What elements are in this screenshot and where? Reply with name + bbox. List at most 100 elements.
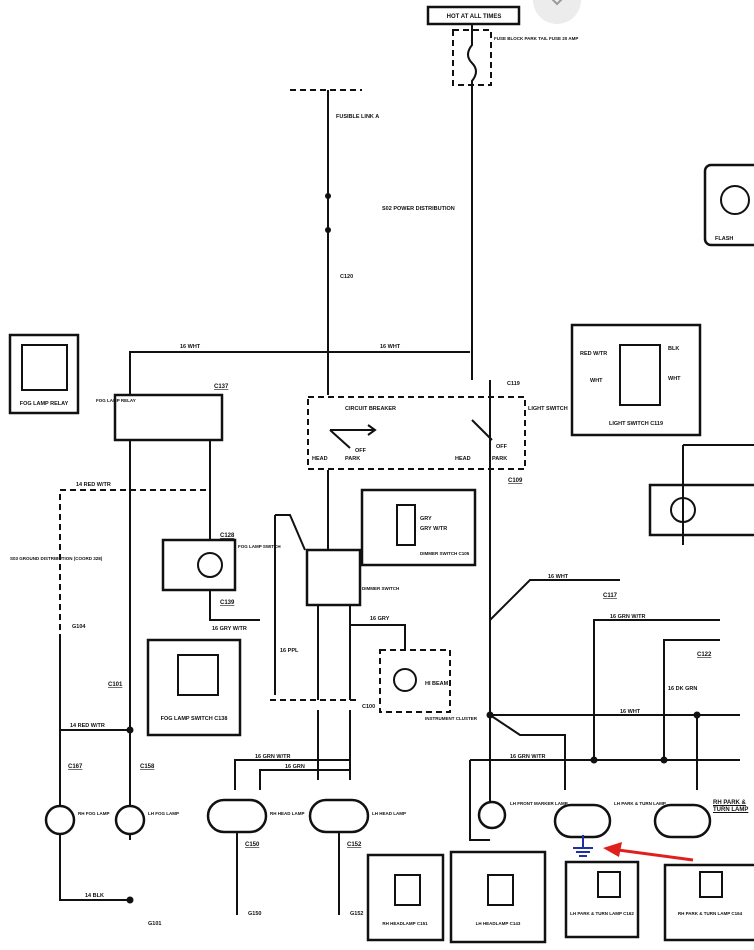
headlamp-wires — [234, 759, 350, 790]
rh-headlamp-conn-label: RH HEADLAMP C151 — [382, 921, 428, 926]
close-button[interactable] — [533, 0, 581, 24]
lh-head-label: LH HEAD LAMP — [372, 811, 406, 816]
park-label: PARK — [345, 456, 360, 462]
lh-park-connector-inset — [564, 860, 640, 939]
wire-14-red-wtr — [59, 489, 210, 640]
rh-headlamp — [206, 798, 268, 834]
wire-label: 16 GRN W/TR — [510, 754, 545, 760]
switch-contacts — [329, 419, 493, 449]
light-switch — [307, 396, 526, 470]
wire-label: 16 WHT — [380, 344, 401, 350]
connector-c150: C150 — [245, 842, 260, 848]
ground-icon — [573, 835, 593, 857]
pin-label: GRY W/TR — [420, 526, 447, 532]
park-lamp-wires — [469, 579, 740, 841]
wire-label: 16 GRN — [285, 764, 305, 770]
wire-label: 14 RED W/TR — [76, 482, 111, 488]
power-distribution-label: S02 POWER DISTRIBUTION — [382, 206, 455, 212]
off-label: OFF — [355, 448, 367, 454]
lh-headlamp-connector-inset — [449, 850, 547, 944]
connector-c167: C167 — [68, 764, 83, 770]
wire-label: 16 DK GRN — [668, 686, 697, 692]
connector-label: C119 — [507, 381, 520, 387]
lh-headlamp — [308, 798, 370, 834]
breaker-arrow — [330, 424, 377, 436]
off-label: OFF — [496, 444, 508, 450]
connector-c109: C109 — [508, 478, 523, 484]
splice-dots — [126, 711, 701, 904]
rh-park-conn-label: RH PARK & TURN LAMP C164 — [678, 911, 743, 916]
close-icon — [551, 0, 563, 6]
red-arrow-icon — [603, 842, 694, 862]
ground-distribution-label: S03 GROUND DISTRIBUTION (COORD 328) — [10, 556, 103, 561]
wire-label: 16 WHT — [620, 709, 641, 715]
rh-fog-label: RH FOG LAMP — [78, 811, 110, 816]
wire-label: 16 GRN W/TR — [255, 754, 290, 760]
connector-c128: C128 — [220, 533, 235, 539]
park-label: PARK — [492, 456, 507, 462]
dimmer-wires — [274, 514, 406, 780]
rh-fog-lamp — [44, 804, 76, 836]
dimmer-inset-label: DIMMER SWITCH C105 — [420, 551, 470, 556]
ground-label: G104 — [72, 624, 86, 630]
right-partial-wire — [682, 444, 754, 545]
rh-park-label: RH PARK & TURN LAMP — [713, 800, 749, 813]
wire-label: 16 GRY W/TR — [212, 626, 247, 632]
rh-park-connector-inset — [663, 863, 754, 942]
circuit-breaker-label: CIRCUIT BREAKER — [345, 406, 396, 412]
wire-label: 16 PPL — [280, 648, 299, 654]
pin-label: WHT — [668, 376, 681, 382]
connector-c101: C101 — [108, 682, 123, 688]
fuse-label: FUSE BLOCK PARK TAIL FUSE 20 AMP — [494, 36, 578, 41]
fog-relay-label: FOG LAMP RELAY — [96, 398, 136, 403]
hot-at-all-times-box — [426, 5, 521, 26]
fog-lamp-wires — [59, 640, 130, 901]
ground-wires — [236, 832, 340, 915]
light-switch-inset — [570, 323, 702, 437]
ground-label: G150 — [248, 911, 261, 917]
wire-label: 14 RED W/TR — [70, 723, 105, 729]
lh-front-marker-lamp — [477, 800, 507, 830]
lh-fog-label: LH FOG LAMP — [148, 811, 179, 816]
connector-c158: C158 — [140, 764, 155, 770]
lh-park-turn-lamp — [553, 803, 612, 839]
ground-label: G101 — [148, 921, 161, 927]
head-label: HEAD — [455, 456, 471, 462]
connector-c137: C137 — [214, 384, 229, 390]
hot-label: HOT AT ALL TIMES — [447, 14, 502, 20]
hi-beam-label: HI BEAM — [425, 681, 449, 687]
fog-relay-inset-label: FOG LAMP RELAY — [20, 401, 69, 407]
lh-fog-lamp — [114, 804, 146, 836]
pin-label: GRY — [420, 516, 432, 522]
rh-headlamp-connector-inset — [366, 853, 445, 942]
dimmer-label: DIMMER SWITCH — [362, 586, 399, 591]
rh-head-label: RH HEAD LAMP — [270, 811, 305, 816]
wire-label: 16 GRN W/TR — [610, 614, 645, 620]
lh-park-conn-label: LH PARK & TURN LAMP C162 — [570, 911, 634, 916]
fuse-wire — [467, 24, 477, 380]
fog-switch-label: FOG LAMP SWITCH — [238, 544, 281, 549]
light-switch-inset-label: LIGHT SWITCH C119 — [609, 421, 663, 427]
connector-c139: C139 — [220, 600, 235, 606]
dimmer-switch — [305, 548, 362, 607]
instrument-cluster — [379, 649, 451, 713]
fog-lamp-relay — [113, 393, 224, 442]
fog-switch-wire — [209, 440, 260, 621]
dimmer-switch-inset — [360, 488, 477, 567]
lh-marker-label: LH FRONT MARKER LAMP — [510, 801, 568, 806]
instrument-cluster-label: INSTRUMENT CLUSTER — [425, 716, 478, 721]
rh-park-turn-lamp — [653, 803, 712, 839]
connector-c117: C117 — [603, 593, 618, 599]
flasher-label: FLASH — [715, 236, 733, 242]
wire-label: 16 GRY — [370, 616, 390, 622]
pin-label: RED W/TR — [580, 351, 607, 357]
light-switch-label: LIGHT SWITCH — [528, 406, 568, 412]
fog-switch-inset-label: FOG LAMP SWITCH C138 — [161, 716, 228, 722]
wire-label: 14 BLK — [85, 893, 104, 899]
connector-label: C100 — [362, 704, 375, 710]
wire-16-wht-top — [129, 351, 470, 395]
connector-c152: C152 — [347, 842, 362, 848]
lh-park-label: LH PARK & TURN LAMP — [614, 801, 666, 806]
pin-label: WHT — [590, 378, 603, 384]
